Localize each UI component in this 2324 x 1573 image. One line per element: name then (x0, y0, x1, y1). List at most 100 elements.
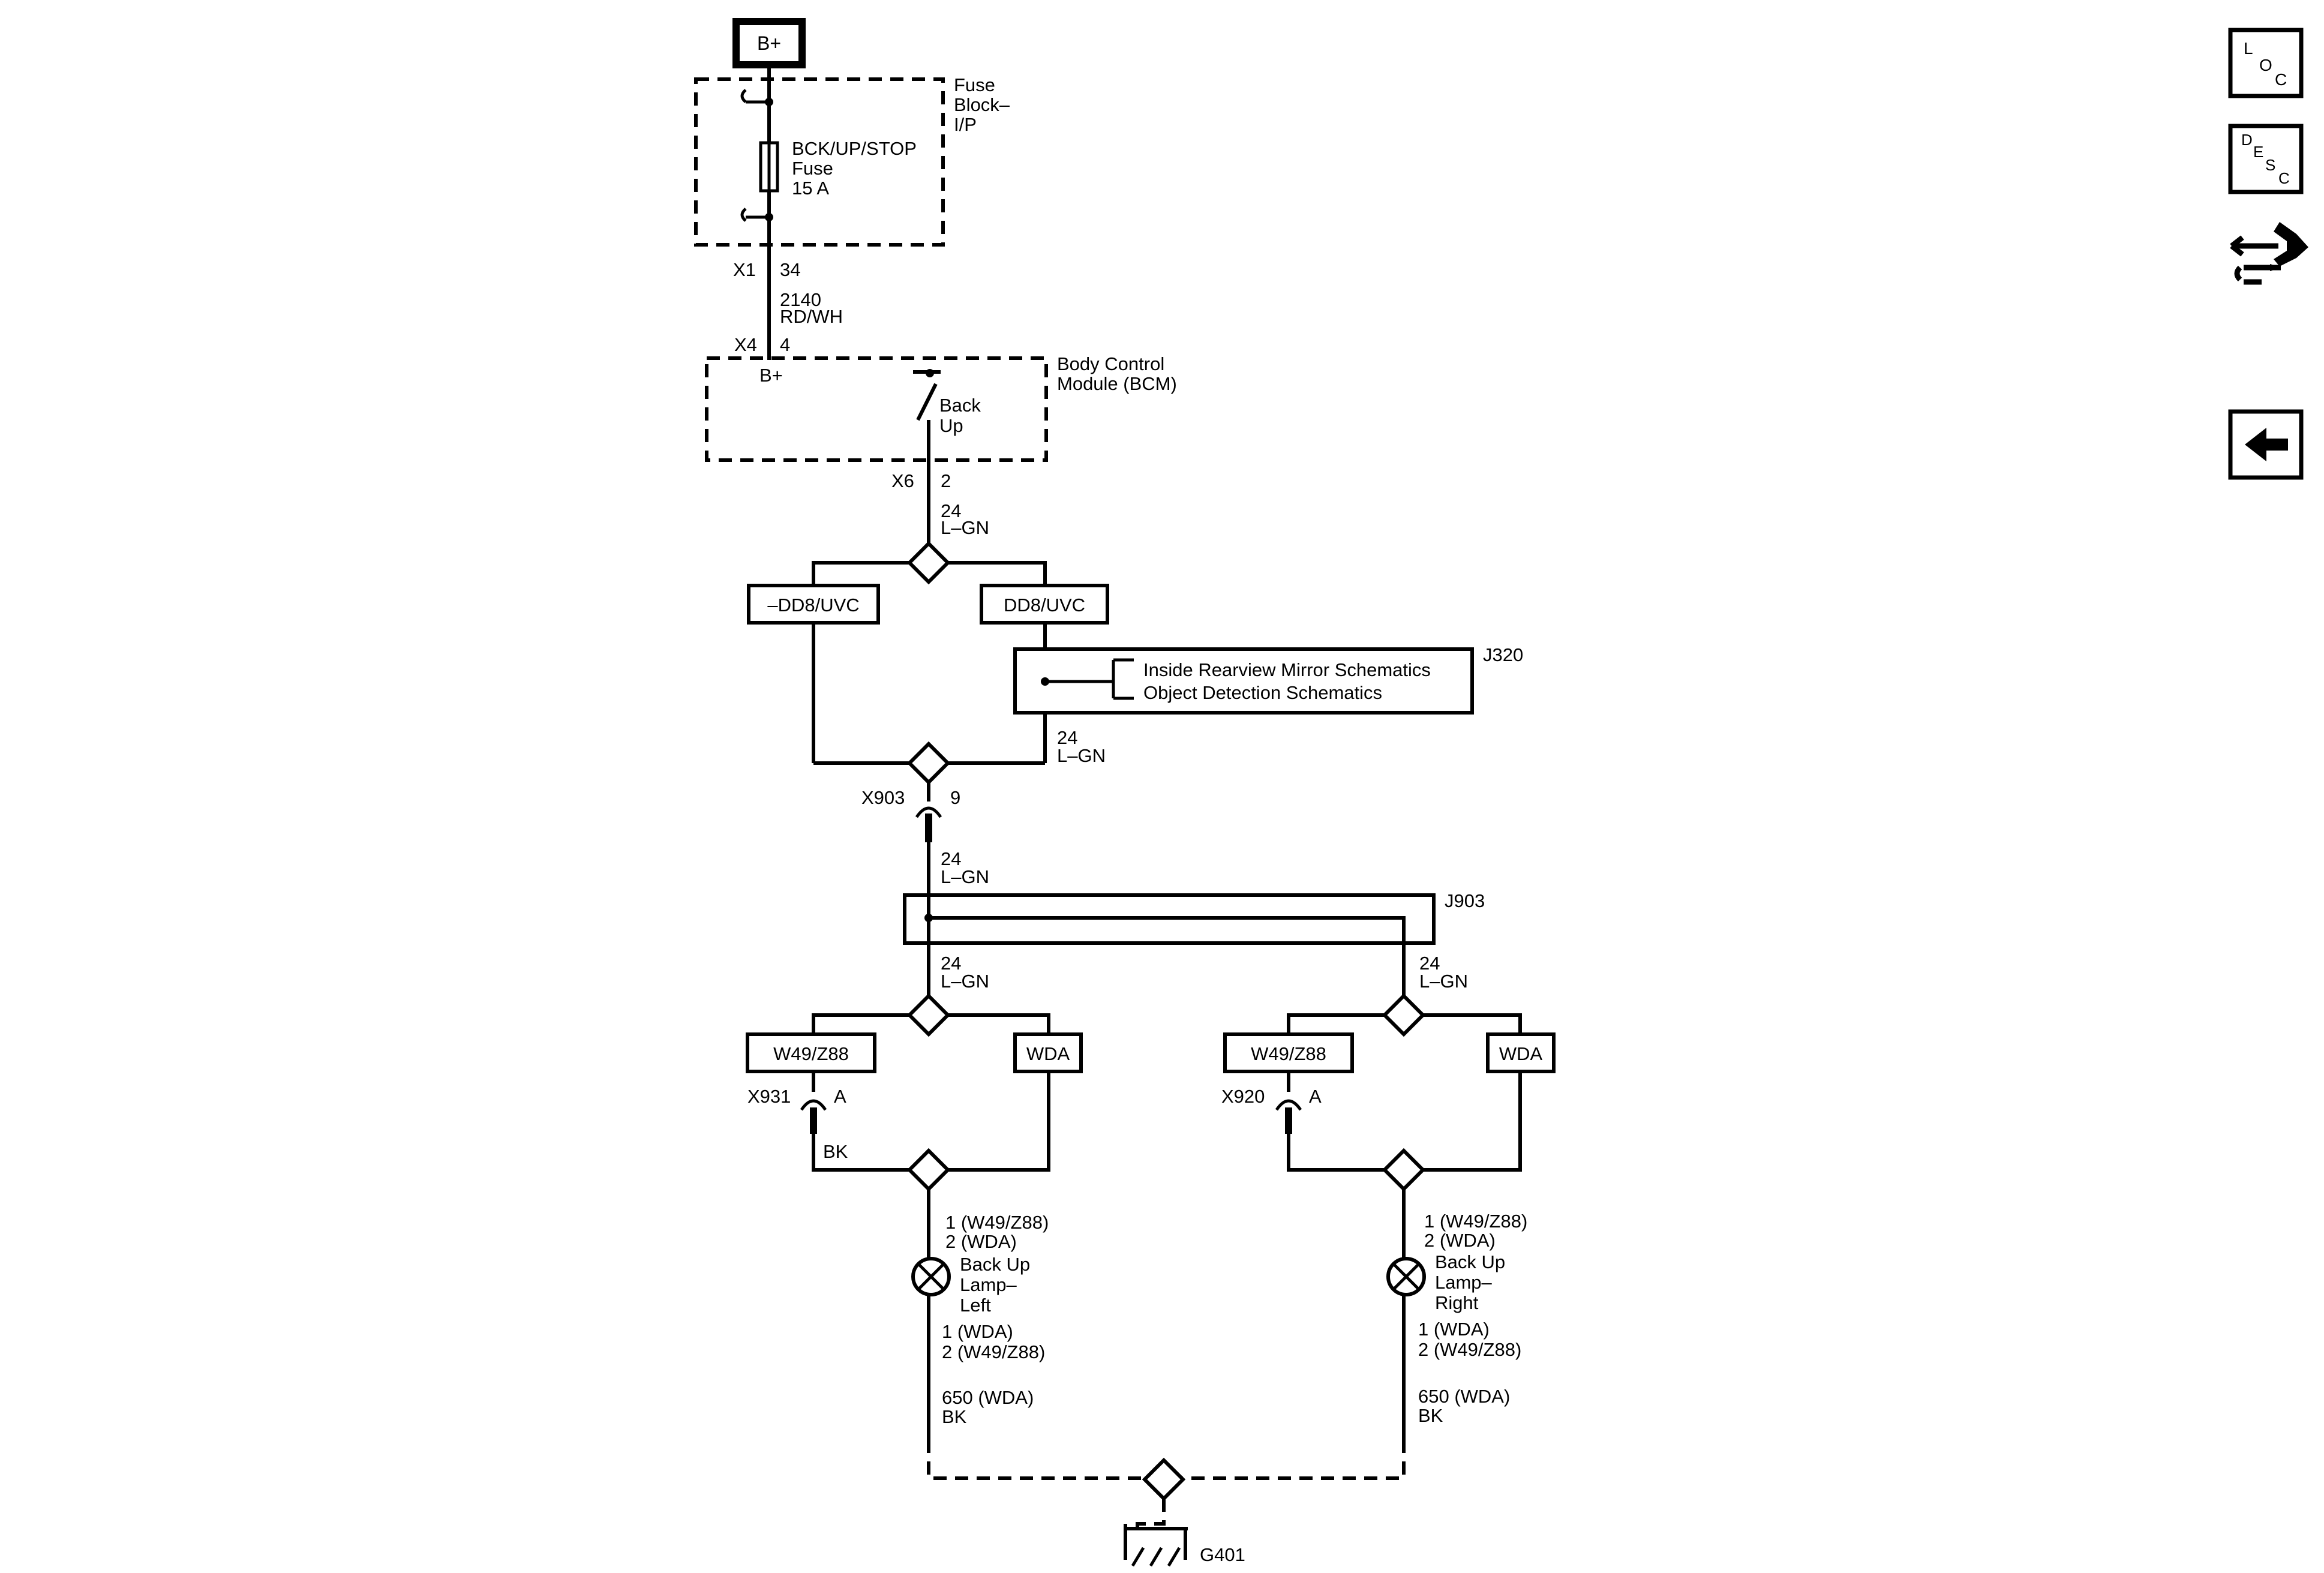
right-option-label-w49-z88: W49/Z88 (1251, 1043, 1326, 1064)
right-lamp-pin-top-2: 2 (WDA) (1424, 1230, 1496, 1251)
wire-24-color-3: L–GN (941, 866, 989, 887)
x920-connector (1275, 1099, 1302, 1134)
right-lamp-name-1: Back Up (1435, 1251, 1505, 1272)
wire-24-circuit-3: 24 (941, 848, 961, 869)
j320-ref-object-detection[interactable]: Object Detection Schematics (1143, 682, 1382, 703)
left-lamp-name-3: Left (960, 1295, 991, 1316)
wire-2140-circuit: 2140 (780, 289, 821, 310)
body-control-module: Body Control Module (BCM) B+ Back Up (705, 353, 1177, 462)
ground-splice-diamond (1142, 1457, 1186, 1502)
wire-24-circuit-1: 24 (941, 500, 961, 521)
x903-connector-label: X903 (861, 787, 905, 808)
left-option-box-w49-z88 (746, 1032, 876, 1073)
wire-24-color-1: L–GN (941, 517, 989, 538)
j320-ref-inside-rearview-mirror[interactable]: Inside Rearview Mirror Schematics (1143, 659, 1431, 680)
left-lamp-pin-top-2: 2 (WDA) (945, 1231, 1017, 1252)
wire-24-circuit-2: 24 (1057, 727, 1077, 748)
right-option-box-w49-z88 (1223, 1032, 1354, 1073)
left-lamp-name-1: Back Up (960, 1254, 1030, 1275)
x903-pin: 9 (950, 787, 960, 808)
right-ground-wire-2: BK (1418, 1405, 1443, 1426)
rejoin-splice-diamond (906, 741, 951, 785)
option-box-minus-dd8-uvc (747, 584, 880, 625)
ground-id: G401 (1200, 1544, 1245, 1565)
fuse-block-pin: 34 (780, 259, 800, 280)
x931-wire-color: BK (823, 1141, 848, 1162)
left-lamp-pin-bottom-1: 1 (WDA) (942, 1321, 1013, 1342)
desc-button[interactable]: D E S C (2228, 124, 2304, 194)
fuse-block-name-1: Fuse (954, 74, 995, 95)
fuse-type: Fuse (792, 158, 833, 179)
loc-button[interactable]: L O C (2228, 28, 2304, 98)
connector-end-view-icon[interactable] (2230, 222, 2308, 285)
bcm-out-connector: X6 (891, 470, 914, 491)
j320-id: J320 (1483, 644, 1523, 665)
option-splice-diamond (906, 541, 951, 585)
right-lamp-name-3: Right (1435, 1292, 1479, 1313)
power-source-label: B+ (757, 32, 781, 54)
loc-letter-l: L (2244, 39, 2253, 58)
bcm-in-pin: 4 (780, 334, 790, 355)
bcm-name-2: Module (BCM) (1057, 373, 1177, 394)
wire-24-color-left: L–GN (941, 971, 989, 992)
desc-letter-c: C (2278, 169, 2290, 187)
left-ground-wire-1: 650 (WDA) (942, 1387, 1034, 1408)
j903-id: J903 (1445, 890, 1485, 911)
desc-letter-s: S (2265, 156, 2275, 174)
back-up-switch-label-2: Up (939, 415, 963, 436)
left-lamp-pin-bottom-2: 2 (W49/Z88) (942, 1341, 1045, 1362)
ground-g401-symbol (1124, 1524, 1188, 1567)
right-lamp-pin-bottom-2: 2 (W49/Z88) (1418, 1339, 1521, 1360)
left-lamp-pin-top-1: 1 (W49/Z88) (945, 1212, 1049, 1233)
fuse-block-ip: Fuse Block– I/P BCK/UP/STOP Fuse 15 A (694, 74, 1010, 247)
power-source-b-plus: B+ (732, 18, 806, 68)
x931-connector-label: X931 (747, 1086, 791, 1107)
wire-24-circuit-right: 24 (1419, 953, 1440, 974)
fuse-block-name-2: Block– (954, 94, 1010, 115)
wire-24-color-right: L–GN (1419, 971, 1468, 992)
left-rejoin-diamond (906, 1148, 951, 1192)
wire-2140-color: RD/WH (780, 306, 843, 327)
bcm-out-pin: 2 (941, 470, 951, 491)
option-label-dd8-uvc: DD8/UVC (1004, 595, 1085, 616)
wire-24-color-2: L–GN (1057, 745, 1106, 766)
left-option-diamond (906, 993, 951, 1037)
left-option-label-w49-z88: W49/Z88 (773, 1043, 849, 1064)
option-label-minus-dd8-uvc: –DD8/UVC (767, 595, 859, 616)
back-up-lamp-right (1386, 1257, 1426, 1296)
x920-connector-label: X920 (1221, 1086, 1265, 1107)
back-up-switch-label-1: Back (939, 395, 981, 416)
right-option-label-wda: WDA (1499, 1043, 1543, 1064)
left-option-label-wda: WDA (1026, 1043, 1070, 1064)
j903-splice-block: J903 (903, 890, 1485, 996)
x920-pin: A (1309, 1086, 1322, 1107)
back-arrow-icon (2245, 428, 2288, 461)
back-up-lamp-left (911, 1257, 951, 1296)
bcm-supply-label: B+ (759, 365, 783, 386)
fuse-rating: 15 A (792, 178, 829, 199)
right-ground-wire-1: 650 (WDA) (1418, 1386, 1510, 1407)
x903-connector (915, 806, 942, 842)
left-option-box-wda (1013, 1032, 1083, 1073)
left-ground-wire-2: BK (942, 1406, 967, 1427)
x931-pin: A (834, 1086, 846, 1107)
loc-letter-o: O (2259, 56, 2272, 74)
loc-letter-c: C (2275, 70, 2287, 89)
x931-connector (800, 1099, 827, 1134)
right-rejoin-diamond (1382, 1148, 1426, 1192)
j320-reference-block: Inside Rearview Mirror Schematics Object… (1013, 644, 1523, 715)
right-lamp-pin-top-1: 1 (W49/Z88) (1424, 1211, 1527, 1232)
right-option-diamond (1382, 993, 1426, 1037)
option-box-dd8-uvc (980, 584, 1109, 625)
right-lamp-name-2: Lamp– (1435, 1272, 1493, 1293)
fuse-block-connector: X1 (733, 259, 756, 280)
fuse-block-name-3: I/P (954, 114, 977, 135)
desc-letter-e: E (2253, 143, 2263, 161)
fuse-name: BCK/UP/STOP (792, 138, 917, 159)
right-lamp-pin-bottom-1: 1 (WDA) (1418, 1319, 1490, 1340)
desc-letter-d: D (2241, 131, 2253, 149)
bcm-in-connector: X4 (734, 334, 757, 355)
back-button[interactable] (2228, 409, 2304, 480)
left-lamp-name-2: Lamp– (960, 1274, 1017, 1295)
